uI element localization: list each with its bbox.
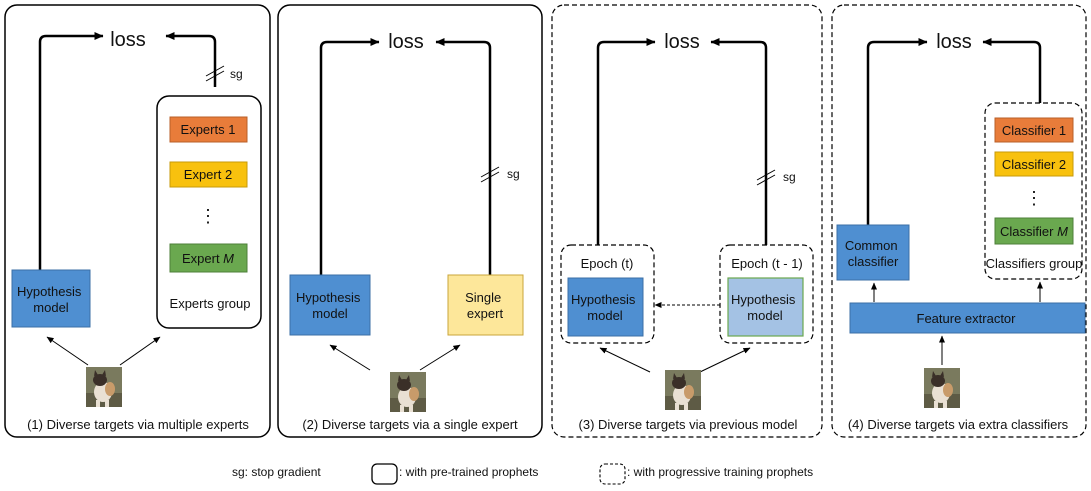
panel-4: loss Common classifier Classifier 1 Clas… — [831, 4, 1087, 438]
img-to-expert-arrow — [419, 344, 461, 371]
feature-extractor-box — [849, 302, 1086, 334]
classifier-1-box — [994, 117, 1074, 143]
epoch-t-frame — [560, 244, 655, 344]
single-expert-label: Single expert — [465, 290, 505, 321]
classifier-2-box — [994, 151, 1074, 177]
expert-m-box — [169, 243, 248, 273]
panel-2-caption: (2) Diverse targets via a single expert — [302, 417, 518, 432]
panel-1-loss: loss — [110, 29, 146, 51]
hypothesis-model-label: Hypothesis model — [571, 292, 639, 323]
expert-2-label: Expert 2 — [184, 167, 232, 182]
panel-1-hyp-arrow — [38, 32, 104, 270]
hypothesis-model-label: Hypothesis model — [296, 290, 364, 321]
expert-dots: ⋮ — [199, 206, 217, 226]
panel-4-common-arrow — [866, 38, 928, 225]
panel-3-frame — [551, 4, 823, 438]
legend-solid-box — [371, 463, 398, 485]
panel-4-loss: loss — [936, 31, 972, 53]
panel-4-group-arrow — [982, 38, 1042, 103]
hypothesis-model-box — [567, 277, 644, 337]
classifiers-group-label: Classifiers group — [986, 256, 1083, 271]
classifier-2-label: Classifier 2 — [1002, 157, 1066, 172]
expert-1-label: Experts 1 — [181, 122, 236, 137]
classifier-dots: ⋮ — [1025, 188, 1043, 208]
sg-mark — [205, 65, 225, 82]
hypothesis-model-box — [11, 269, 91, 328]
panel-2-frame — [277, 4, 543, 438]
legend-dashed: : with progressive training prophets — [627, 465, 813, 479]
single-expert-box — [447, 274, 524, 336]
img-to-hyp-arrow — [329, 344, 371, 371]
panel-4-frame — [831, 4, 1087, 438]
previous-model-label: Hypothesis model — [731, 292, 799, 323]
panel-1-experts-arrow — [165, 32, 217, 87]
common-classifier-label: Common classifier — [845, 238, 901, 269]
classifiers-group-frame — [984, 102, 1083, 280]
epoch-t-label: Epoch (t) — [581, 256, 634, 271]
input-image — [665, 370, 701, 410]
experts-group-label: Experts group — [170, 296, 251, 311]
input-image — [924, 368, 960, 408]
epoch-t1-frame — [719, 244, 814, 344]
common-classifier-box — [836, 224, 910, 281]
img-to-previous-arrow — [699, 347, 751, 373]
legend-dashed-box — [599, 463, 626, 485]
panel-2-expert-arrow — [435, 38, 492, 275]
panel-3-current-arrow — [596, 38, 656, 245]
expert-2-box — [169, 161, 248, 188]
expert-1-box — [169, 116, 248, 143]
panel-2-loss: loss — [388, 31, 424, 53]
sg-label: sg — [230, 67, 243, 81]
feature-extractor-label: Feature extractor — [917, 311, 1017, 326]
epoch-t1-label: Epoch (t - 1) — [731, 256, 803, 271]
input-image — [390, 372, 426, 412]
classifier-1-label: Classifier 1 — [1002, 123, 1066, 138]
hypothesis-model-label: Hypothesis model — [17, 284, 85, 315]
hypothesis-model-box — [289, 274, 371, 336]
sg-label: sg — [783, 170, 796, 184]
panel-3-loss: loss — [664, 31, 700, 53]
legend-solid: : with pre-trained prophets — [399, 465, 538, 479]
panel-2-hyp-arrow — [319, 38, 380, 275]
sg-label: sg — [507, 167, 520, 181]
previous-model-box — [727, 277, 804, 337]
panel-1: loss sg Hypothesis model Experts 1 Exper… — [4, 4, 271, 438]
expert-m-label: Expert M — [182, 251, 234, 266]
input-image — [86, 367, 122, 407]
panel-1-caption: (1) Diverse targets via multiple experts — [27, 417, 249, 432]
panel-2: loss sg Hypothesis model Single expert (… — [277, 4, 543, 438]
panel-3: loss sg Epoch (t) Hypothesis model Epoch… — [551, 4, 823, 438]
sg-mark — [756, 169, 776, 186]
classifier-m-label: Classifier M — [1000, 224, 1068, 239]
experts-group-frame — [156, 95, 262, 329]
img-to-current-arrow — [599, 347, 651, 373]
panel-3-previous-arrow — [710, 38, 768, 245]
legend: sg: stop gradient : with pre-trained pro… — [232, 463, 813, 485]
legend-sg: sg: stop gradient — [232, 465, 321, 479]
img-to-experts-arrow — [119, 336, 161, 366]
img-to-hyp-arrow — [46, 336, 89, 366]
classifier-m-box — [994, 217, 1074, 245]
panel-3-caption: (3) Diverse targets via previous model — [579, 417, 798, 432]
panel-4-caption: (4) Diverse targets via extra classifier… — [848, 417, 1069, 432]
panel-1-frame — [4, 4, 271, 438]
sg-mark — [480, 166, 500, 183]
